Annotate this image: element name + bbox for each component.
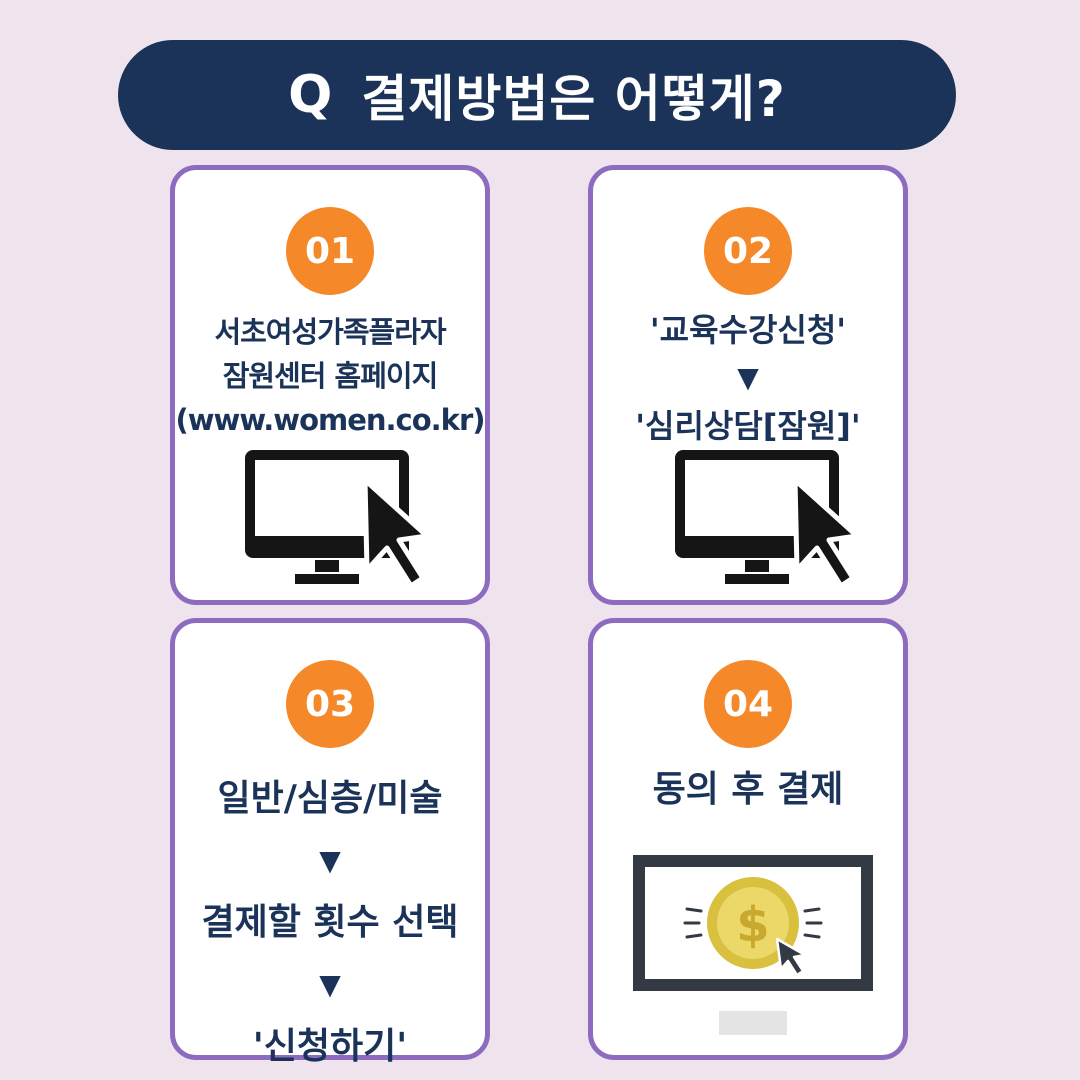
step-number-badge: 01 xyxy=(286,207,374,295)
step-1-text: 서초여성가족플라자 잠원센터 홈페이지 (www.women.co.kr) xyxy=(175,310,485,442)
monitor-cursor-icon xyxy=(245,450,430,589)
step-1-line-3: (www.women.co.kr) xyxy=(175,403,485,437)
svg-text:$: $ xyxy=(736,897,769,953)
down-arrow-icon: ▼ xyxy=(319,844,341,877)
step-card-1: 01 서초여성가족플라자 잠원센터 홈페이지 (www.women.co.kr) xyxy=(170,165,490,605)
step-2-text: '교육수강신청' ▼ '심리상담[잠원]' xyxy=(593,306,903,450)
step-number-badge: 04 xyxy=(704,660,792,748)
step-card-4: 04 동의 후 결제 $ xyxy=(588,618,908,1060)
step-2-line-1: '교육수강신청' xyxy=(649,311,847,349)
step-card-3: 03 일반/심층/미술 ▼ 결제할 횟수 선택 ▼ '신청하기' xyxy=(170,618,490,1067)
down-arrow-icon: ▼ xyxy=(319,968,341,1001)
title-banner: Q 결제방법은 어떻게? xyxy=(118,40,956,150)
step-1-line-2: 잠원센터 홈페이지 xyxy=(222,359,439,393)
step-3-text: 일반/심층/미술 ▼ 결제할 횟수 선택 ▼ '신청하기' xyxy=(175,768,485,1078)
page-title: 결제방법은 어떻게? xyxy=(361,70,786,128)
step-1-line-1: 서초여성가족플라자 xyxy=(214,315,446,349)
monitor-cursor-icon xyxy=(675,450,860,589)
step-3-line-2: 결제할 횟수 선택 xyxy=(201,902,459,943)
step-number-badge: 03 xyxy=(286,660,374,748)
down-arrow-icon: ▼ xyxy=(737,361,759,394)
step-2-line-2: '심리상담[잠원]' xyxy=(635,407,861,445)
step-4-text: 동의 후 결제 xyxy=(593,765,903,815)
step-card-2: 02 '교육수강신청' ▼ '심리상담[잠원]' xyxy=(588,165,908,605)
step-3-line-1: 일반/심층/미술 xyxy=(217,778,443,819)
step-4-line-1: 동의 후 결제 xyxy=(652,769,844,810)
step-number-badge: 02 xyxy=(704,207,792,295)
coin-payment-monitor-icon: $ xyxy=(633,855,873,1035)
step-3-line-3: '신청하기' xyxy=(252,1026,408,1067)
question-mark-label: Q xyxy=(288,65,334,125)
